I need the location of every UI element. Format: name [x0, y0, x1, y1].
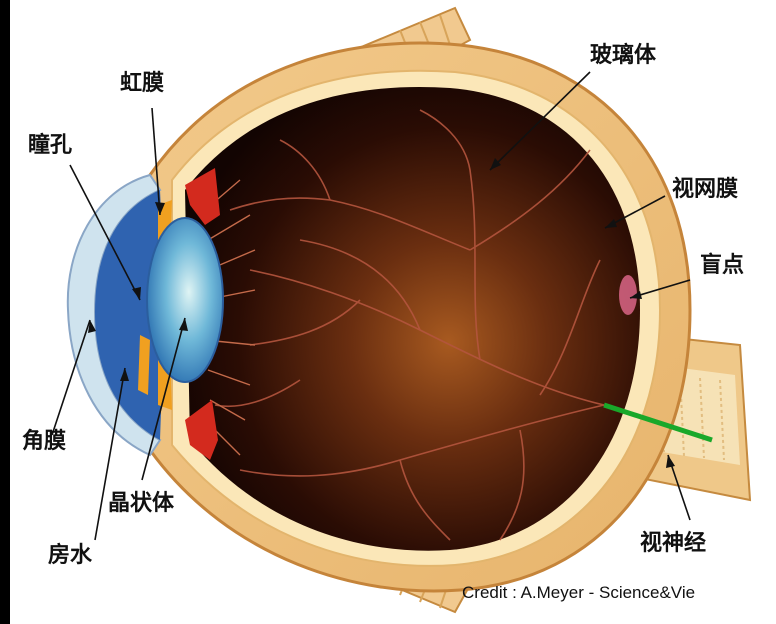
iris-outer-bottom: [138, 335, 150, 395]
credit-text: Credit : A.Meyer - Science&Vie: [462, 583, 695, 602]
vitreous-interior: [185, 87, 640, 551]
label-cornea: 角膜: [22, 428, 66, 454]
label-aqueous-humor: 房水: [48, 542, 93, 568]
label-vitreous-body: 玻璃体: [590, 42, 657, 68]
left-border: [0, 0, 10, 624]
label-pupil: 瞳孔: [28, 132, 72, 158]
label-lens: 晶状体: [108, 491, 175, 516]
label-retina: 视网膜: [672, 176, 738, 202]
lens: [147, 218, 223, 382]
label-blind-spot: 盲点: [700, 252, 744, 278]
label-iris: 虹膜: [120, 71, 164, 96]
label-optic-nerve: 视神经: [640, 530, 706, 556]
